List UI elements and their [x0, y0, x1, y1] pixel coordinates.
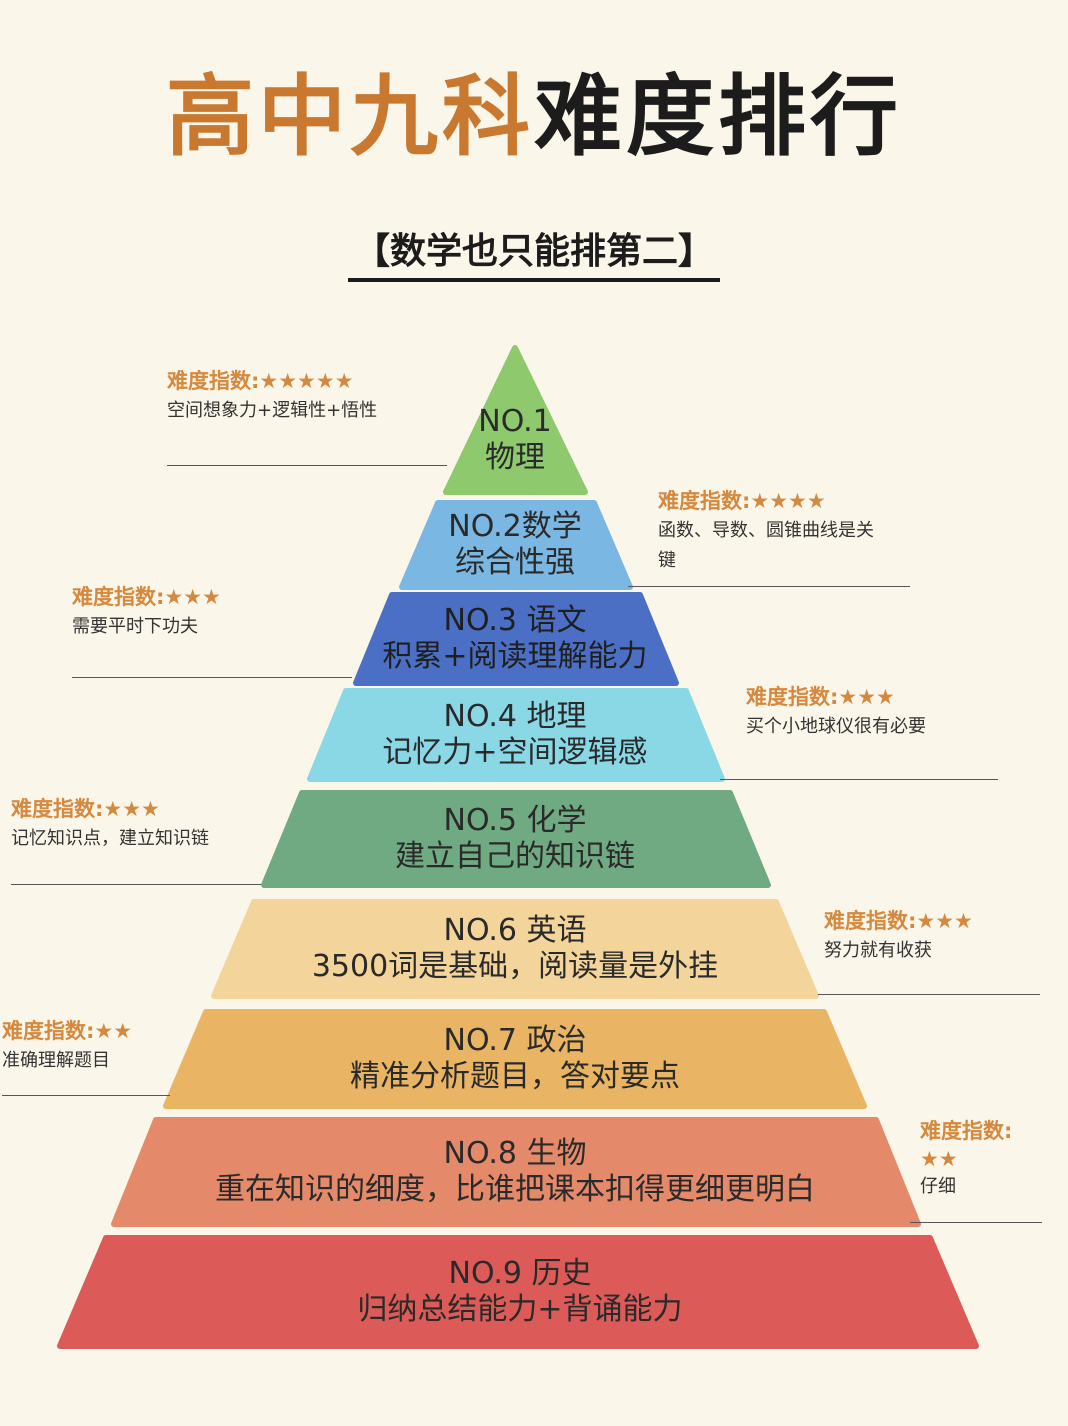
star-rating: ★★★ [838, 685, 895, 709]
star-rating: ★★★★★ [259, 369, 354, 393]
pyramid-tier-english [211, 899, 819, 999]
divider [167, 465, 447, 466]
difficulty-rating: 难度指数:★★★ [824, 909, 973, 933]
difficulty-rating: 难度指数:★★★ [72, 585, 221, 609]
pyramid-tier-politics [163, 1009, 867, 1109]
level-description: 精准分析题目，答对要点 [350, 1059, 680, 1094]
pyramid-tier-chinese [353, 592, 679, 686]
star-rating: ★★ [94, 1019, 133, 1043]
level-rank-label: NO.6 英语 [443, 913, 587, 948]
star-rating: ★★★★ [750, 489, 826, 513]
pyramid-level-chinese: NO.3 语文 积累+阅读理解能力 [355, 595, 675, 683]
difficulty-rating: 难度指数:★★★★★ [167, 369, 354, 393]
level-description: 3500词是基础，阅读量是外挂 [311, 949, 719, 984]
note-description: 准确理解题目 [2, 1050, 110, 1071]
divider [910, 1222, 1042, 1223]
level-description: 建立自己的知识链 [395, 839, 635, 874]
divider [720, 779, 998, 780]
pyramid-tier-physics [443, 345, 588, 495]
note-description: 需要平时下功夫 [72, 616, 198, 637]
pyramid-level-english: NO.6 英语 3500词是基础，阅读量是外挂 [220, 902, 810, 996]
pyramid-tier-biology [111, 1117, 921, 1227]
divider [2, 1095, 170, 1096]
note-description: 仔细 [920, 1176, 956, 1197]
divider [818, 994, 1040, 995]
level-rank-label: NO.7 政治 [443, 1023, 587, 1058]
pyramid-level-math: NO.2数学 综合性强 [400, 503, 630, 587]
level-rank-label: NO.8 生物 [443, 1136, 587, 1171]
note-description: 函数、导数、圆锥曲线是关 [658, 520, 874, 541]
difficulty-rating: 难度指数: [920, 1119, 1013, 1143]
title-part-2: 难度排行 [534, 65, 903, 168]
level-rank-label: NO.1 [478, 404, 552, 439]
page-title: 高中九科难度排行 [0, 62, 1068, 172]
note-biology: 难度指数: ★★ 仔细 [910, 1116, 1042, 1223]
note-english: 难度指数:★★★ 努力就有收获 [818, 906, 1040, 995]
level-description: 积累+阅读理解能力 [382, 639, 648, 674]
divider [11, 884, 261, 885]
note-physics: 难度指数:★★★★★ 空间想象力+逻辑性+悟性 [167, 366, 447, 466]
pyramid-level-physics: NO.1 物理 [440, 400, 590, 480]
pyramid-tier-math [399, 500, 633, 590]
note-description: 空间想象力+逻辑性+悟性 [167, 400, 378, 421]
divider [628, 586, 910, 587]
level-description: 记忆力+空间逻辑感 [382, 735, 648, 770]
divider [72, 677, 352, 678]
level-description: 物理 [485, 440, 545, 475]
note-description: 记忆知识点，建立知识链 [11, 828, 209, 849]
level-rank-label: NO.4 地理 [443, 699, 587, 734]
difficulty-rating: 难度指数:★★ [2, 1019, 133, 1043]
pyramid-level-history: NO.9 历史 归纳总结能力+背诵能力 [70, 1238, 970, 1346]
pyramid-level-chemistry: NO.5 化学 建立自己的知识链 [265, 793, 765, 885]
pyramid-tier-history [57, 1235, 979, 1349]
star-rating: ★★ [920, 1147, 958, 1171]
page-subtitle: 【数学也只能排第二】 [348, 226, 720, 282]
pyramid-level-geography: NO.4 地理 记忆力+空间逻辑感 [310, 691, 720, 779]
level-description: 重在知识的细度，比谁把课本扣得更细更明白 [215, 1172, 815, 1207]
note-geography: 难度指数:★★★ 买个小地球仪很有必要 [720, 682, 998, 780]
level-rank-label: NO.5 化学 [443, 803, 587, 838]
note-description: 买个小地球仪很有必要 [746, 716, 926, 737]
difficulty-rating: 难度指数:★★★ [11, 797, 160, 821]
difficulty-rating: 难度指数:★★★ [746, 685, 895, 709]
note-description-continued: 键 [658, 550, 676, 571]
note-chemistry: 难度指数:★★★ 记忆知识点，建立知识链 [11, 794, 261, 885]
level-rank-label: NO.3 语文 [443, 603, 587, 638]
star-rating: ★★★ [916, 909, 973, 933]
level-rank-label: NO.2数学 [448, 509, 582, 544]
star-rating: ★★★ [103, 797, 160, 821]
note-math: 难度指数:★★★★ 函数、导数、圆锥曲线是关 键 [628, 486, 910, 587]
level-rank-label: NO.9 历史 [448, 1256, 592, 1291]
note-politics: 难度指数:★★ 准确理解题目 [2, 1016, 170, 1096]
level-description: 综合性强 [455, 545, 575, 580]
note-chinese: 难度指数:★★★ 需要平时下功夫 [72, 582, 352, 678]
pyramid-level-biology: NO.8 生物 重在知识的细度，比谁把课本扣得更细更明白 [120, 1120, 910, 1224]
note-description: 努力就有收获 [824, 940, 932, 961]
pyramid-level-politics: NO.7 政治 精准分析题目，答对要点 [170, 1012, 860, 1106]
difficulty-rating: 难度指数:★★★★ [658, 489, 826, 513]
level-description: 归纳总结能力+背诵能力 [357, 1292, 683, 1327]
title-part-1: 高中九科 [165, 65, 534, 168]
pyramid-tier-chemistry [261, 790, 771, 888]
star-rating: ★★★ [164, 585, 221, 609]
